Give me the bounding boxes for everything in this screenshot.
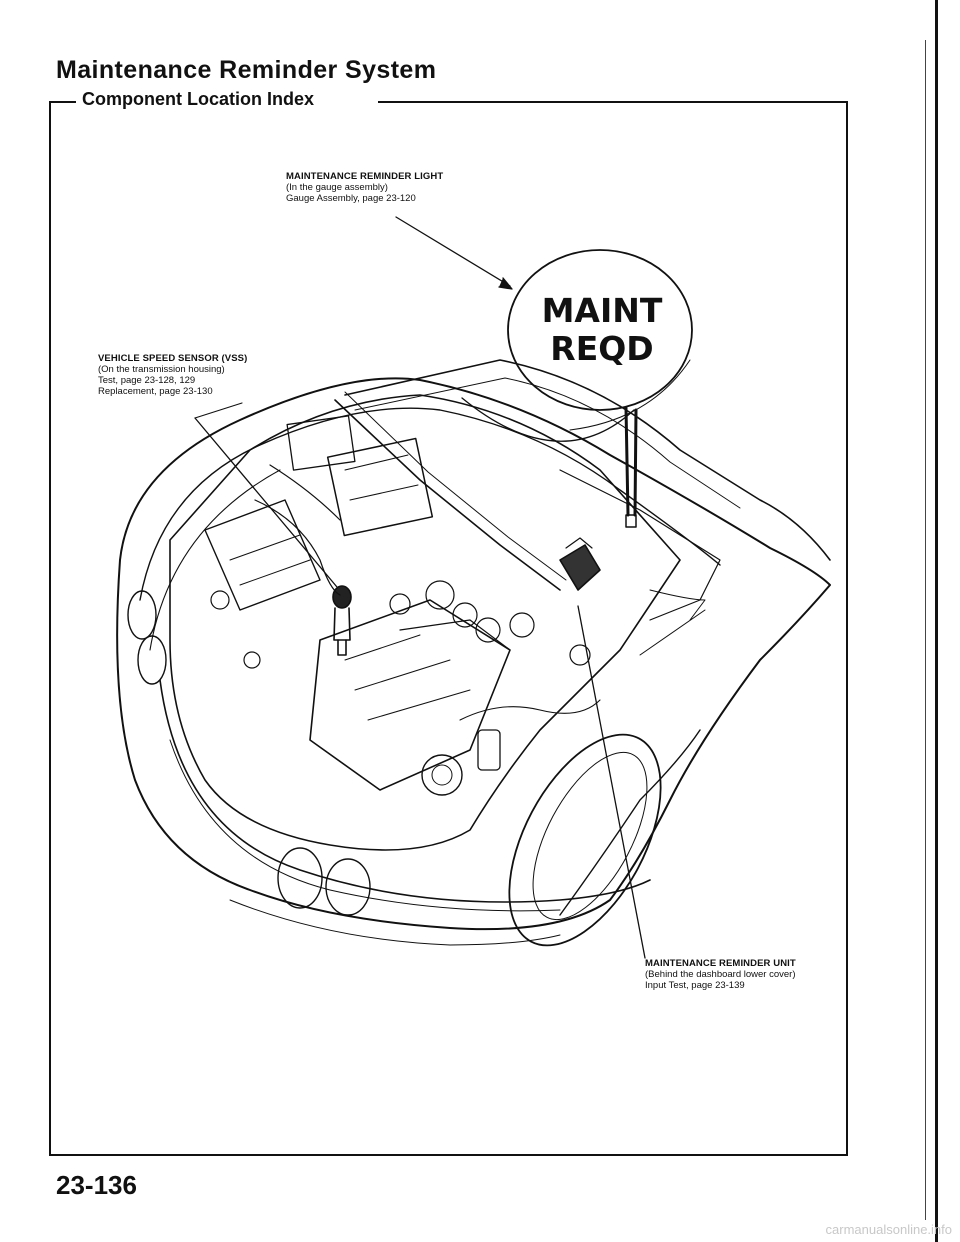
fog-lamp-left [277,847,323,909]
binding-edge-line-inner [925,40,926,1220]
watermark-text: carmanualsonline.info [825,1222,952,1237]
car-body-outline [116,377,831,931]
callout-maintenance-reminder-light: MAINTENANCE REMINDER LIGHT (In the gauge… [286,171,443,204]
page-number: 23-136 [56,1170,137,1200]
callout-title: VEHICLE SPEED SENSOR (VSS) [98,353,248,364]
headlamp-left-1 [127,590,157,640]
leader-line-reminder-unit [577,605,646,959]
reminder-unit-box [559,544,601,591]
callout-line: Test, page 23-128, 129 [98,375,196,386]
callout-line: Replacement, page 23-130 [98,386,213,397]
callout-title: MAINTENANCE REMINDER LIGHT [286,171,444,182]
diagram-frame [49,101,848,1156]
vehicle-speed-sensor-shape [332,585,352,656]
section-heading: Component Location Index [76,89,320,110]
leader-line-vss-top [194,402,243,419]
page-title: Maintenance Reminder System [56,56,437,84]
callout-title: MAINTENANCE REMINDER UNIT [645,958,796,969]
binding-edge-line [935,0,938,1242]
callout-line: (In the gauge assembly) [286,182,388,193]
frame-top-rule-left [49,101,79,103]
callout-line: Gauge Assembly, page 23-120 [286,193,416,204]
frame-top-rule-right [378,101,848,103]
callout-line: Input Test, page 23-139 [645,980,745,991]
engine-block [309,599,511,791]
callout-line: (On the transmission housing) [98,364,225,375]
callout-maintenance-reminder-unit: MAINTENANCE REMINDER UNIT (Behind the da… [645,958,796,991]
leader-line-reminder-light [395,216,511,287]
callout-vehicle-speed-sensor: VEHICLE SPEED SENSOR (VSS) (On the trans… [98,353,247,397]
callout-line: (Behind the dashboard lower cover) [645,969,796,980]
leader-arrow-reminder-light [498,277,513,290]
front-tire [508,733,662,947]
fog-lamp-right [325,858,371,916]
indicator-text-line1: MAINT [542,291,663,330]
wheel-arch [559,729,701,916]
front-bumper [159,679,651,903]
headlamp-left-2 [137,635,167,685]
strut-brace [334,399,561,591]
hood-opening [169,394,681,851]
indicator-magnifier-circle [507,249,693,411]
indicator-text-line2: REQD [550,329,653,368]
hood-lid [344,359,831,561]
